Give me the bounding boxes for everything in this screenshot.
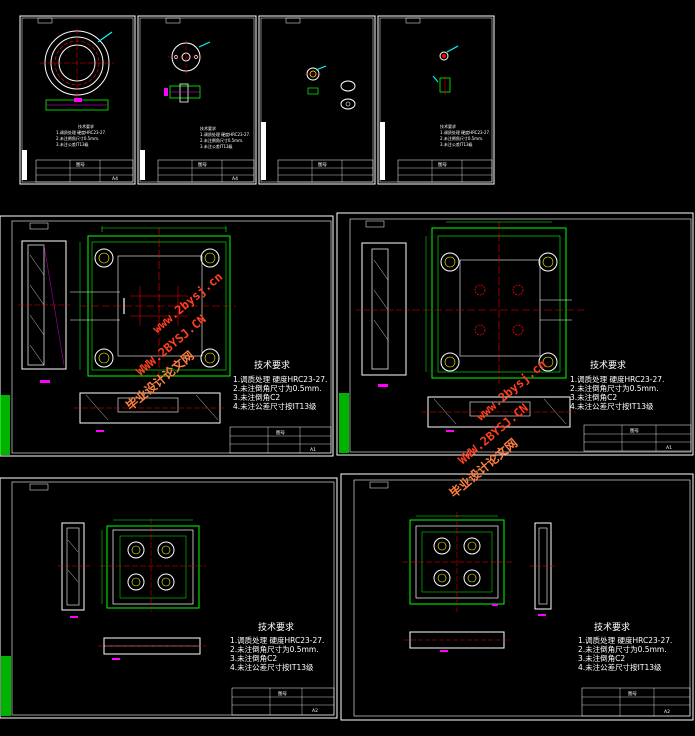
top1-notes-title: 技术要求	[78, 123, 94, 129]
top2-note-1: 1.调质处理 硬度HRC23-27.	[200, 131, 250, 137]
small-parts	[305, 65, 356, 110]
top2-notes-title: 技术要求	[200, 125, 216, 131]
midleft-drawing-no: 图号	[276, 430, 285, 436]
top2-note-3: 3.未注公差IT13级	[200, 143, 233, 149]
ring-part	[40, 28, 114, 111]
side-section-left	[18, 240, 70, 383]
botright-note-4: 4.未注公差尺寸按IT13级	[578, 662, 662, 672]
title-block-bottom-right: 图号 A2	[581, 687, 691, 717]
plan-view-right	[412, 221, 584, 384]
botleft-note-1: 1.调质处理 硬度HRC23-27.	[230, 635, 324, 645]
botright-note-3: 3.未注倒角C2	[578, 653, 625, 663]
sheet-top-2[interactable]: 技术要求 1.调质处理 硬度HRC23-27. 2.未注倒角尺寸0.5mm. 3…	[137, 15, 257, 185]
title-block-mid-right: 图号 A1	[583, 424, 692, 452]
side-view-bottom-right	[529, 522, 557, 616]
midright-note-1: 1.调质处理 硬度HRC23-27.	[570, 374, 664, 384]
title-block-top-1: A4 图号	[35, 159, 134, 183]
title-block-top-4: 图号	[397, 159, 493, 183]
top2-drawing-no: 图号	[198, 162, 207, 168]
side-view-bottom-left	[58, 522, 90, 618]
pin-part	[432, 45, 459, 95]
top1-note-1: 1.调质处理 硬度HRC23-27.	[56, 129, 106, 135]
midleft-note-2: 2.未注倒角尺寸为0.5mm.	[233, 383, 322, 393]
sheet-bottom-left[interactable]: 技术要求 1.调质处理 硬度HRC23-27. 2.未注倒角尺寸为0.5mm. …	[0, 477, 338, 719]
top1-note-2: 2.未注倒角尺寸0.5mm.	[56, 135, 99, 141]
botright-note-1: 1.调质处理 硬度HRC23-27.	[578, 635, 672, 645]
botleft-drawing-no: 图号	[278, 691, 287, 697]
midright-notes-title: 技术要求	[590, 359, 626, 371]
midright-note-2: 2.未注倒角尺寸为0.5mm.	[570, 383, 659, 393]
plan-view-bottom-left	[100, 518, 206, 614]
flange-part	[164, 40, 211, 103]
top1-note-3: 3.未注公差IT13级	[56, 141, 89, 147]
botleft-sheet: A2	[312, 708, 318, 714]
top4-drawing-no: 图号	[438, 162, 447, 168]
top4-note-3: 3.未注公差IT13级	[440, 141, 473, 147]
midright-note-4: 4.未注公差尺寸按IT13级	[570, 401, 654, 411]
title-block-mid-left: 图号 A1	[229, 426, 332, 454]
midright-sheet: A1	[666, 445, 672, 451]
sheet-bottom-right[interactable]: 技术要求 1.调质处理 硬度HRC23-27. 2.未注倒角尺寸为0.5mm. …	[340, 473, 694, 721]
botright-note-2: 2.未注倒角尺寸为0.5mm.	[578, 644, 667, 654]
sheet-top-4[interactable]: 技术要求 1.调质处理 硬度HRC23-27. 2.未注倒角尺寸0.5mm. 3…	[377, 15, 495, 185]
top4-notes-title: 技术要求	[440, 123, 456, 129]
botright-sheet: A2	[664, 709, 670, 715]
plan-view-left	[70, 226, 236, 382]
top1-drawing-no: 图号	[76, 162, 85, 168]
midright-drawing-no: 图号	[630, 428, 639, 434]
sheet-top-1[interactable]: 技术要求 1.调质处理 硬度HRC23-27. 2.未注倒角尺寸0.5mm. 3…	[19, 15, 136, 185]
bottom-section-bottom-right	[404, 631, 510, 652]
midleft-note-1: 1.调质处理 硬度HRC23-27.	[233, 374, 327, 384]
midleft-note-3: 3.未注倒角C2	[233, 392, 280, 402]
side-section-right	[356, 242, 412, 387]
midright-note-3: 3.未注倒角C2	[570, 392, 617, 402]
title-block-top-2: A4 图号	[157, 159, 255, 183]
bottom-section-bottom-left	[98, 637, 206, 660]
midleft-note-4: 4.未注公差尺寸按IT13级	[233, 401, 317, 411]
top2-scale: A4	[232, 176, 238, 182]
botleft-notes-title: 技术要求	[258, 621, 294, 633]
top1-scale: A4	[112, 176, 118, 182]
sheet-mid-left[interactable]: 技术要求 1.调质处理 硬度HRC23-27. 2.未注倒角尺寸为0.5mm. …	[0, 215, 334, 457]
top2-note-2: 2.未注倒角尺寸0.5mm.	[200, 137, 243, 143]
plan-view-bottom-right	[402, 512, 512, 612]
top3-drawing-no: 图号	[318, 162, 327, 168]
botright-drawing-no: 图号	[628, 691, 637, 697]
midleft-sheet: A1	[310, 447, 316, 453]
botleft-note-2: 2.未注倒角尺寸为0.5mm.	[230, 644, 319, 654]
midleft-notes-title: 技术要求	[254, 359, 290, 371]
bottom-section-left	[74, 392, 226, 432]
watermark-left: 毕业设计论文网 WWW.2BYSJ.CN www.2bysj.cn	[123, 270, 226, 414]
botleft-note-4: 4.未注公差尺寸按IT13级	[230, 662, 314, 672]
bottom-section-right	[422, 396, 576, 432]
top4-note-2: 2.未注倒角尺寸0.5mm.	[440, 135, 483, 141]
title-block-bottom-left: 图号 A2	[231, 687, 335, 716]
sheet-top-3[interactable]: 图号	[258, 15, 376, 185]
botright-notes-title: 技术要求	[594, 621, 630, 633]
title-block-top-3: 图号	[277, 159, 374, 183]
sheet-mid-right[interactable]: 技术要求 1.调质处理 硬度HRC23-27. 2.未注倒角尺寸为0.5mm. …	[336, 212, 694, 456]
top4-note-1: 1.调质处理 硬度HRC23-27.	[440, 129, 490, 135]
botleft-note-3: 3.未注倒角C2	[230, 653, 277, 663]
